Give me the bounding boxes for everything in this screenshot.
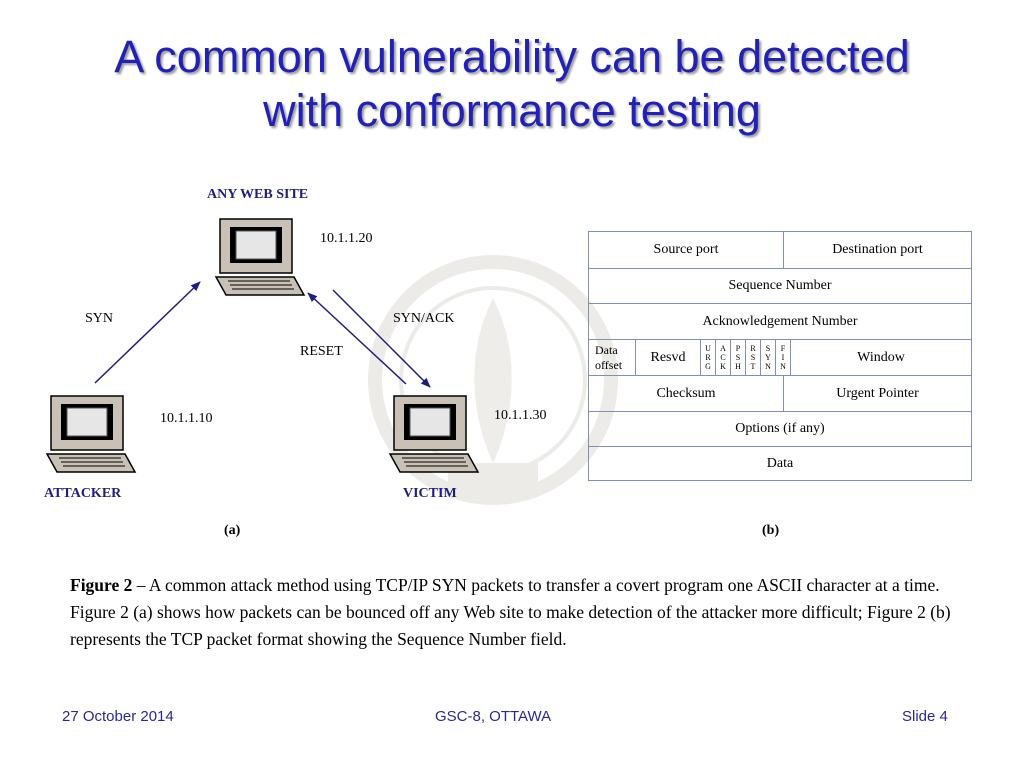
data-offset-line-2: offset [595, 357, 623, 372]
source-port-cell: Source port [653, 242, 719, 257]
flag-syn-l2: Y [765, 353, 771, 362]
data-cell: Data [766, 455, 794, 471]
data-row: Data [589, 446, 971, 480]
footer-slide-number: Slide 4 [902, 708, 948, 725]
flag-ack-l1: A [720, 344, 726, 353]
panel-a-label: (a) [224, 523, 241, 538]
data-offset-cell: Data offset [589, 340, 635, 375]
panel-b-label: (b) [762, 523, 780, 538]
synack-arrow [332, 289, 431, 388]
flag-fin-l3: N [780, 362, 786, 371]
syn-arrow [94, 281, 201, 384]
tcp-header-table: Source port Destination port Sequence Nu… [588, 231, 972, 481]
options-row: Options (if any) [589, 411, 971, 446]
watermark-seal-icon [368, 255, 618, 505]
footer-event: GSC-8, OTTAWA [435, 708, 552, 725]
ack-number-cell: Acknowledgement Number [702, 313, 858, 329]
title-line-1: A common vulnerability can be detected [114, 31, 910, 82]
web-site-label: ANY WEB SITE [207, 187, 309, 202]
flag-syn-l1: S [765, 344, 771, 353]
flag-fin-l1: F [780, 344, 786, 353]
flag-rst-l3: T [750, 362, 756, 371]
flag-psh-l3: H [735, 362, 741, 371]
checksum-cell: Checksum [656, 385, 716, 401]
destination-port-cell: Destination port [783, 232, 971, 268]
attacker-ip: 10.1.1.10 [160, 411, 213, 426]
web-site-ip: 10.1.1.20 [320, 231, 373, 246]
victim-label: VICTIM [403, 486, 457, 501]
attacker-computer-icon [45, 395, 137, 473]
flag-fin-l2: I [781, 353, 785, 362]
resvd-cell: Resvd [635, 340, 700, 375]
reset-label: RESET [300, 344, 343, 359]
footer-date: 27 October 2014 [62, 708, 174, 725]
flag-ack-l3: K [720, 362, 726, 371]
syn-label: SYN [85, 311, 114, 326]
title-line-2: with conformance testing [263, 85, 761, 136]
flag-syn-l3: N [765, 362, 771, 371]
urgent-pointer-cell: Urgent Pointer [783, 376, 971, 411]
ack-row: Acknowledgement Number [589, 303, 971, 339]
synack-label: SYN/ACK [393, 311, 455, 326]
flag-psh-l2: S [735, 353, 741, 362]
flag-rst-l2: S [750, 353, 756, 362]
window-cell: Window [790, 340, 971, 375]
checksum-row: Checksum Urgent Pointer [589, 375, 971, 411]
victim-ip: 10.1.1.30 [494, 408, 547, 423]
flag-rst-l1: R [750, 344, 756, 353]
sequence-number-cell: Sequence Number [728, 278, 832, 293]
flag-psh-l1: P [735, 344, 741, 353]
web-server-computer-icon [214, 218, 306, 296]
caption-text: – A common attack method using TCP/IP SY… [70, 575, 951, 649]
sequence-row: Sequence Number [589, 268, 971, 303]
flag-ack-l2: C [720, 353, 726, 362]
flag-urg-l1: U [705, 344, 711, 353]
ports-row: Source port Destination port [589, 232, 971, 268]
figure-caption: Figure 2 – A common attack method using … [70, 572, 960, 653]
victim-computer-icon [388, 395, 480, 473]
slide-title: A common vulnerability can be detected w… [0, 30, 1024, 138]
flag-urg-l2: R [705, 353, 711, 362]
flag-urg-l3: G [705, 362, 711, 371]
figure-label: Figure 2 [70, 575, 133, 595]
attacker-label: ATTACKER [44, 486, 122, 501]
options-cell: Options (if any) [735, 421, 825, 436]
reset-arrow [307, 292, 407, 385]
data-offset-line-1: Data [595, 342, 618, 357]
